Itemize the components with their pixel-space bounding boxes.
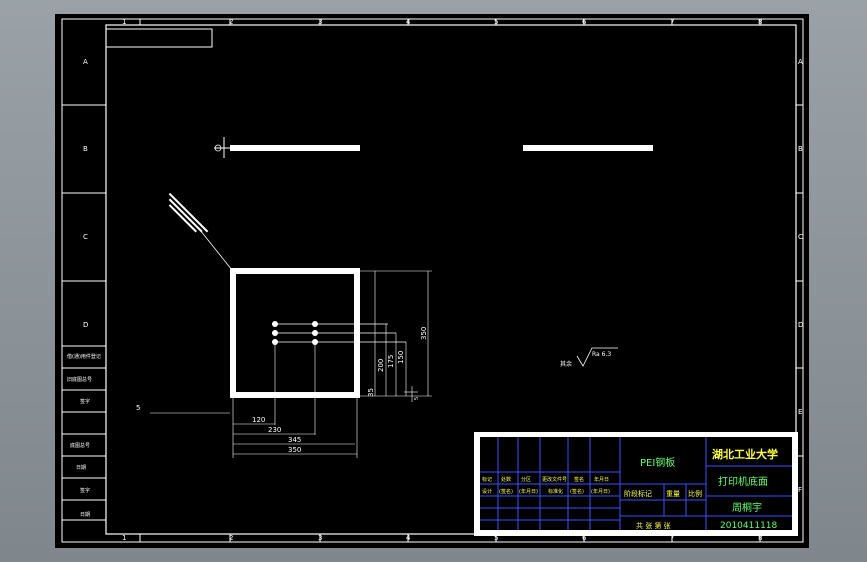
hole-pattern [272, 321, 406, 435]
dim-120: 120 [252, 416, 265, 424]
strip-item-1: 借(通)用件登记 [67, 353, 101, 360]
col-label-bottom-6: 6 [582, 534, 587, 542]
leader-line [199, 229, 233, 271]
dim-150: 150 [397, 351, 405, 364]
col-label-bottom-1: 1 [122, 534, 126, 542]
sign-cell-2: (签名) [499, 488, 513, 495]
sign-cell-4: 标准化 [548, 488, 563, 495]
sign-cell-1: 设计 [482, 488, 492, 495]
top-left-box [105, 28, 213, 48]
row-label-a: A [83, 58, 88, 66]
surface-finish-roughness: Ra 6.3 [592, 351, 611, 358]
stage-mark-label: 阶段标记 [624, 489, 652, 498]
col-label-6: 6 [582, 18, 587, 26]
row-label-c: C [83, 233, 88, 241]
col-label-3: 3 [318, 18, 322, 26]
strip-item-2: 旧底图总号 [67, 376, 92, 383]
dim-5-small: 5 [414, 397, 420, 400]
strip-item-7: 日期 [80, 512, 90, 518]
sheet-count-label: 共 张 第 张 [636, 521, 671, 530]
col-label-1: 1 [122, 18, 126, 26]
right-row-label-b: B [798, 145, 803, 153]
col-label-7: 7 [670, 18, 674, 26]
vertical-dimensions [360, 270, 432, 402]
title-school: 湖北工业大学 [712, 447, 778, 461]
strip-item-5: 日期 [76, 465, 86, 471]
weight-label: 重量 [666, 490, 680, 498]
dim-345: 345 [288, 436, 301, 444]
header-cell-5: 签名 [574, 476, 584, 483]
dim-35: 35 [367, 388, 375, 397]
side-bar-left [230, 145, 360, 151]
strip-item-3: 签字 [80, 398, 90, 405]
right-row-label-a: A [798, 58, 803, 66]
dim-200: 200 [377, 359, 385, 372]
header-cell-2: 处数 [501, 476, 511, 483]
title-number: 2010411118 [720, 521, 778, 531]
title-material: PEI钢板 [640, 456, 675, 469]
col-label-bottom-8: 8 [758, 534, 762, 542]
title-designer: 周桐宇 [732, 501, 762, 514]
surface-finish-label: 其余 [560, 360, 572, 368]
sign-cell-5: (签名) [570, 488, 584, 495]
sign-cell-3: (年月日) [519, 488, 538, 495]
right-row-label-d: D [798, 321, 803, 329]
row-label-d: D [83, 321, 88, 329]
hole [312, 321, 318, 327]
strip-item-6: 签字 [80, 487, 90, 494]
right-zone-ticks [796, 104, 803, 457]
side-bar-right [523, 145, 653, 151]
strip-item-4: 底图总号 [70, 442, 90, 449]
horizontal-dimensions [150, 398, 358, 458]
col-label-bottom-7: 7 [670, 534, 674, 542]
dim-175: 175 [387, 355, 395, 368]
surface-finish-symbol [576, 347, 618, 367]
right-row-label-e: E [798, 408, 802, 416]
top-column-ticks [139, 19, 761, 542]
scale-label: 比例 [688, 489, 702, 498]
dim-5: 5 [136, 404, 140, 412]
title-drawing-name: 打印机底面 [718, 475, 768, 488]
inner-frame [105, 24, 797, 535]
right-row-label-f: F [798, 486, 802, 494]
header-cell-6: 年月日 [594, 476, 609, 483]
side-view [214, 137, 653, 158]
title-block [474, 432, 798, 536]
col-label-bottom-3: 3 [318, 534, 322, 542]
hole [312, 330, 318, 336]
left-zone-strip [62, 104, 106, 521]
sign-cell-6: (年月日) [591, 488, 610, 495]
leader-note [168, 192, 209, 233]
header-cell-3: 分区 [521, 476, 531, 483]
dim-350-horizontal: 350 [288, 446, 301, 454]
col-label-2: 2 [229, 18, 233, 26]
header-cell-1: 标记 [482, 476, 492, 483]
col-label-bottom-2: 2 [229, 534, 233, 542]
col-label-8: 8 [758, 18, 762, 26]
hole [272, 330, 278, 336]
right-row-label-c: C [798, 233, 803, 241]
col-label-bottom-4: 4 [406, 534, 411, 542]
hole [272, 321, 278, 327]
dim-350-vertical: 350 [420, 327, 428, 340]
col-label-bottom-5: 5 [494, 534, 498, 542]
col-label-4: 4 [406, 18, 411, 26]
col-label-5: 5 [494, 18, 498, 26]
dim-230: 230 [268, 426, 281, 434]
header-cell-4: 更改文件号 [542, 476, 567, 483]
row-label-b: B [83, 145, 88, 153]
